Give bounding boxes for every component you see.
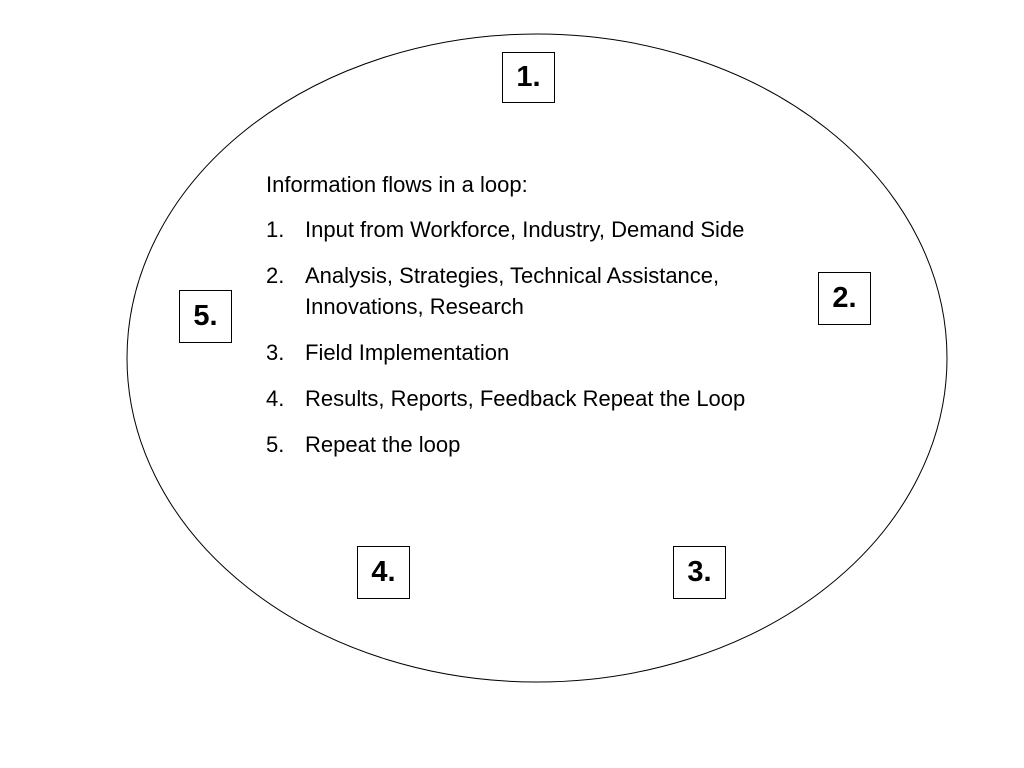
- step-box-2: 2.: [818, 272, 871, 325]
- loop-step-number: 2.: [266, 263, 285, 288]
- loop-step-number: 4.: [266, 386, 285, 411]
- loop-step-number: 5.: [266, 432, 285, 457]
- step-box-3: 3.: [673, 546, 726, 599]
- loop-step-item: 5. Repeat the loop: [266, 429, 806, 460]
- loop-step-number: 1.: [266, 217, 285, 242]
- loop-step-text: Analysis, Strategies, Technical Assistan…: [305, 263, 720, 319]
- step-box-4: 4.: [357, 546, 410, 599]
- loop-step-item: 1. Input from Workforce, Industry, Deman…: [266, 214, 806, 245]
- loop-step-text: Input from Workforce, Industry, Demand S…: [305, 217, 745, 242]
- loop-step-list: 1. Input from Workforce, Industry, Deman…: [266, 214, 806, 460]
- loop-step-text: Repeat the loop: [305, 432, 461, 457]
- loop-step-text: Field Implementation: [305, 340, 510, 365]
- loop-step-item: 4. Results, Reports, Feedback Repeat the…: [266, 383, 806, 414]
- loop-step-text: Results, Reports, Feedback Repeat the Lo…: [305, 386, 746, 411]
- loop-step-item: 2. Analysis, Strategies, Technical Assis…: [266, 260, 806, 322]
- step-box-5: 5.: [179, 290, 232, 343]
- loop-step-item: 3. Field Implementation: [266, 337, 806, 368]
- loop-step-number: 3.: [266, 340, 285, 365]
- loop-description: Information flows in a loop: 1. Input fr…: [266, 169, 806, 475]
- loop-heading: Information flows in a loop:: [266, 172, 528, 197]
- step-box-1: 1.: [502, 52, 555, 103]
- loop-ellipse-outline: [126, 33, 948, 683]
